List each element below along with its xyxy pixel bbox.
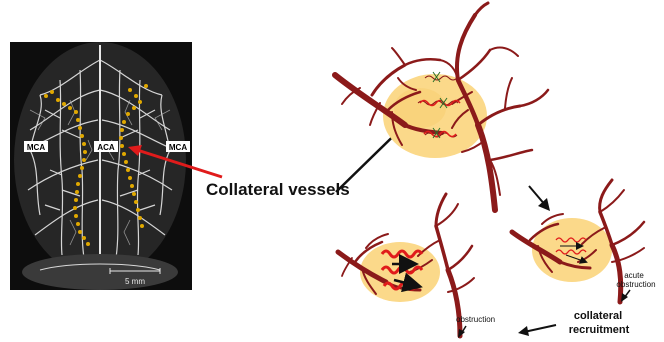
diagram-baseline [335, 3, 548, 210]
acute-label-line1: acute [624, 271, 644, 280]
svg-text:MCA: MCA [169, 143, 187, 152]
sequence-arrow-1 [529, 186, 550, 211]
svg-text:ACA: ACA [97, 143, 115, 152]
diagram-obstruction: obstruction [338, 194, 495, 338]
svg-text:5 mm: 5 mm [125, 277, 145, 286]
acute-label-line2: obstruction [616, 280, 655, 289]
collateral-vessels-label: Collateral vessels [206, 180, 350, 199]
mca-right-label: MCA [166, 141, 190, 152]
collateral-recruitment-line2: recruitment [569, 324, 630, 336]
collateral-recruitment-line1: collateral [574, 310, 622, 322]
obstruction-label: obstruction [456, 315, 495, 324]
mca-left-label: MCA [24, 141, 48, 152]
brain-angiogram-photo: MCA ACA MCA 5 mm [10, 42, 192, 290]
svg-text:MCA: MCA [27, 143, 45, 152]
diagram-acute-obstruction: acute obstruction [512, 180, 656, 302]
sequence-arrow-2 [518, 325, 556, 336]
aca-label: ACA [94, 141, 118, 152]
